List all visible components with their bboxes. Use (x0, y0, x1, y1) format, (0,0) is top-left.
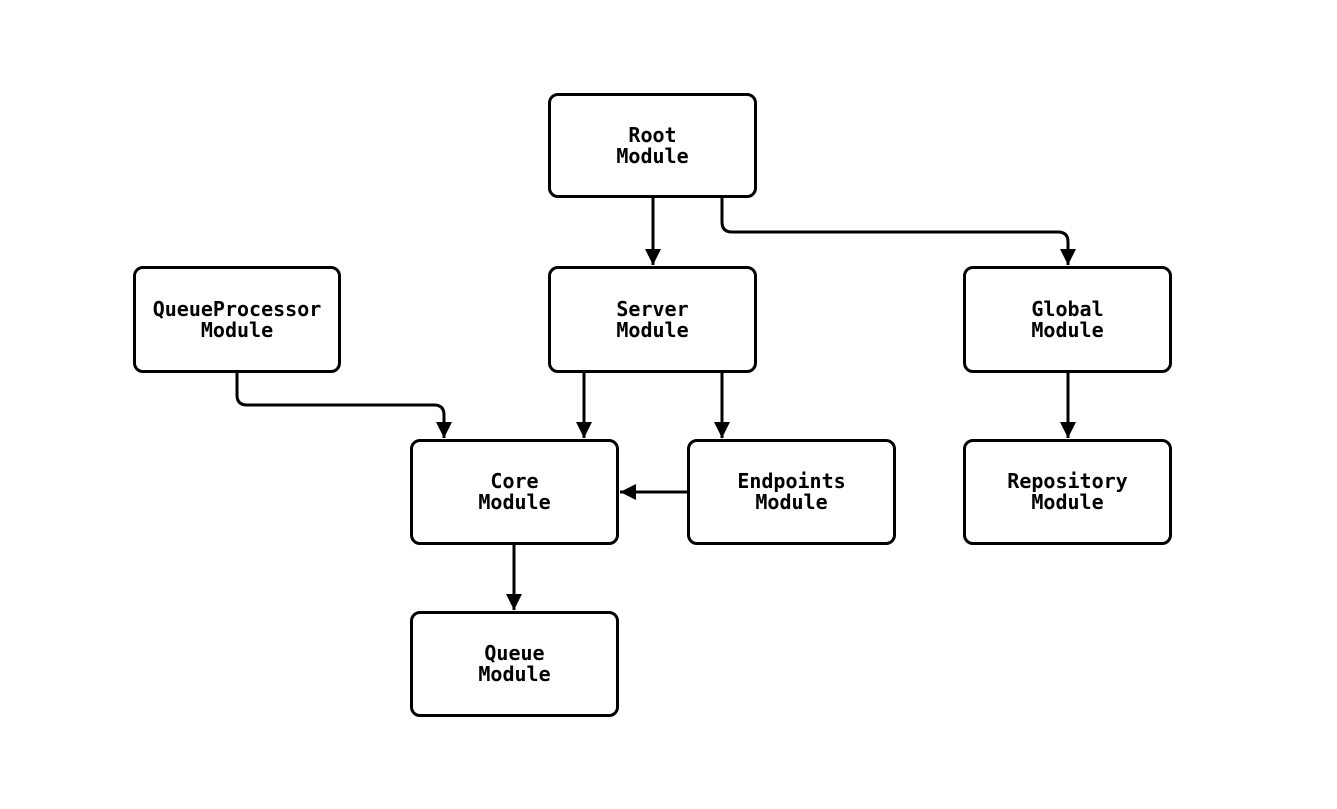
edge-root-to-global (720, 198, 1076, 265)
node-repository-module: Repository Module (963, 439, 1172, 545)
node-label-line: Core (490, 469, 539, 493)
node-queue-processor-module: QueueProcessor Module (133, 266, 341, 373)
node-label-line: Endpoints (737, 469, 846, 493)
node-label-line: Module (616, 143, 689, 168)
node-label-line: Module (616, 317, 689, 342)
node-label-line: Module (1031, 317, 1104, 342)
node-label-line: Module (200, 317, 274, 342)
node-server-module: Server Module (548, 266, 757, 373)
node-label-line: Module (755, 490, 828, 514)
node-label-line: Queue (484, 641, 545, 665)
node-endpoints-module: Endpoints Module (687, 439, 896, 545)
node-label-line: Server (616, 296, 689, 321)
node-label-line: Module (478, 490, 551, 514)
node-label-line: Repository (1007, 469, 1128, 493)
edge-queue-processor-to-core (235, 373, 452, 438)
node-queue-module: Queue Module (410, 611, 619, 717)
node-label-line: Root (628, 122, 677, 147)
node-label-line: QueueProcessor (152, 296, 322, 321)
node-label-line: Module (478, 662, 551, 686)
node-core-module: Core Module (410, 439, 619, 545)
node-global-module: Global Module (963, 266, 1172, 373)
node-root-module: Root Module (548, 93, 757, 198)
node-label-line: Module (1031, 490, 1104, 514)
node-label-line: Global (1031, 296, 1104, 321)
